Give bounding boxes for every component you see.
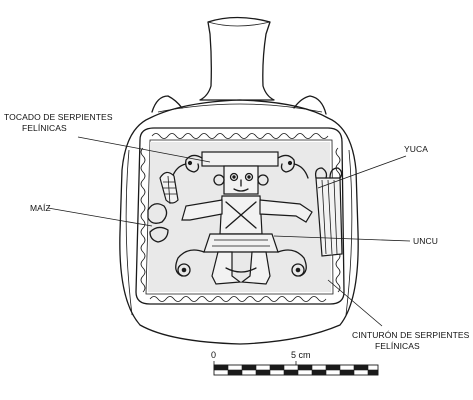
label-maiz: MAÍZ <box>30 203 51 213</box>
scale-bar: 0 5 cm <box>211 350 379 376</box>
label-tocado-line2: FELÍNICAS <box>22 123 67 133</box>
label-yuca: YUCA <box>404 144 428 154</box>
label-cinturon-line2: FELÍNICAS <box>375 341 420 351</box>
vessel-drawing <box>119 16 359 345</box>
leader-lines <box>47 136 411 327</box>
annotation-labels: TOCADO DE SERPIENTES FELÍNICAS YUCA MAÍZ… <box>4 112 470 351</box>
label-tocado-line1: TOCADO DE SERPIENTES <box>4 112 113 122</box>
label-cinturon-line1: CINTURÓN DE SERPIENTES <box>352 330 470 340</box>
scale-start-label: 0 <box>211 350 216 360</box>
label-uncu: UNCU <box>413 236 438 246</box>
scale-end-label: 5 cm <box>291 350 311 360</box>
